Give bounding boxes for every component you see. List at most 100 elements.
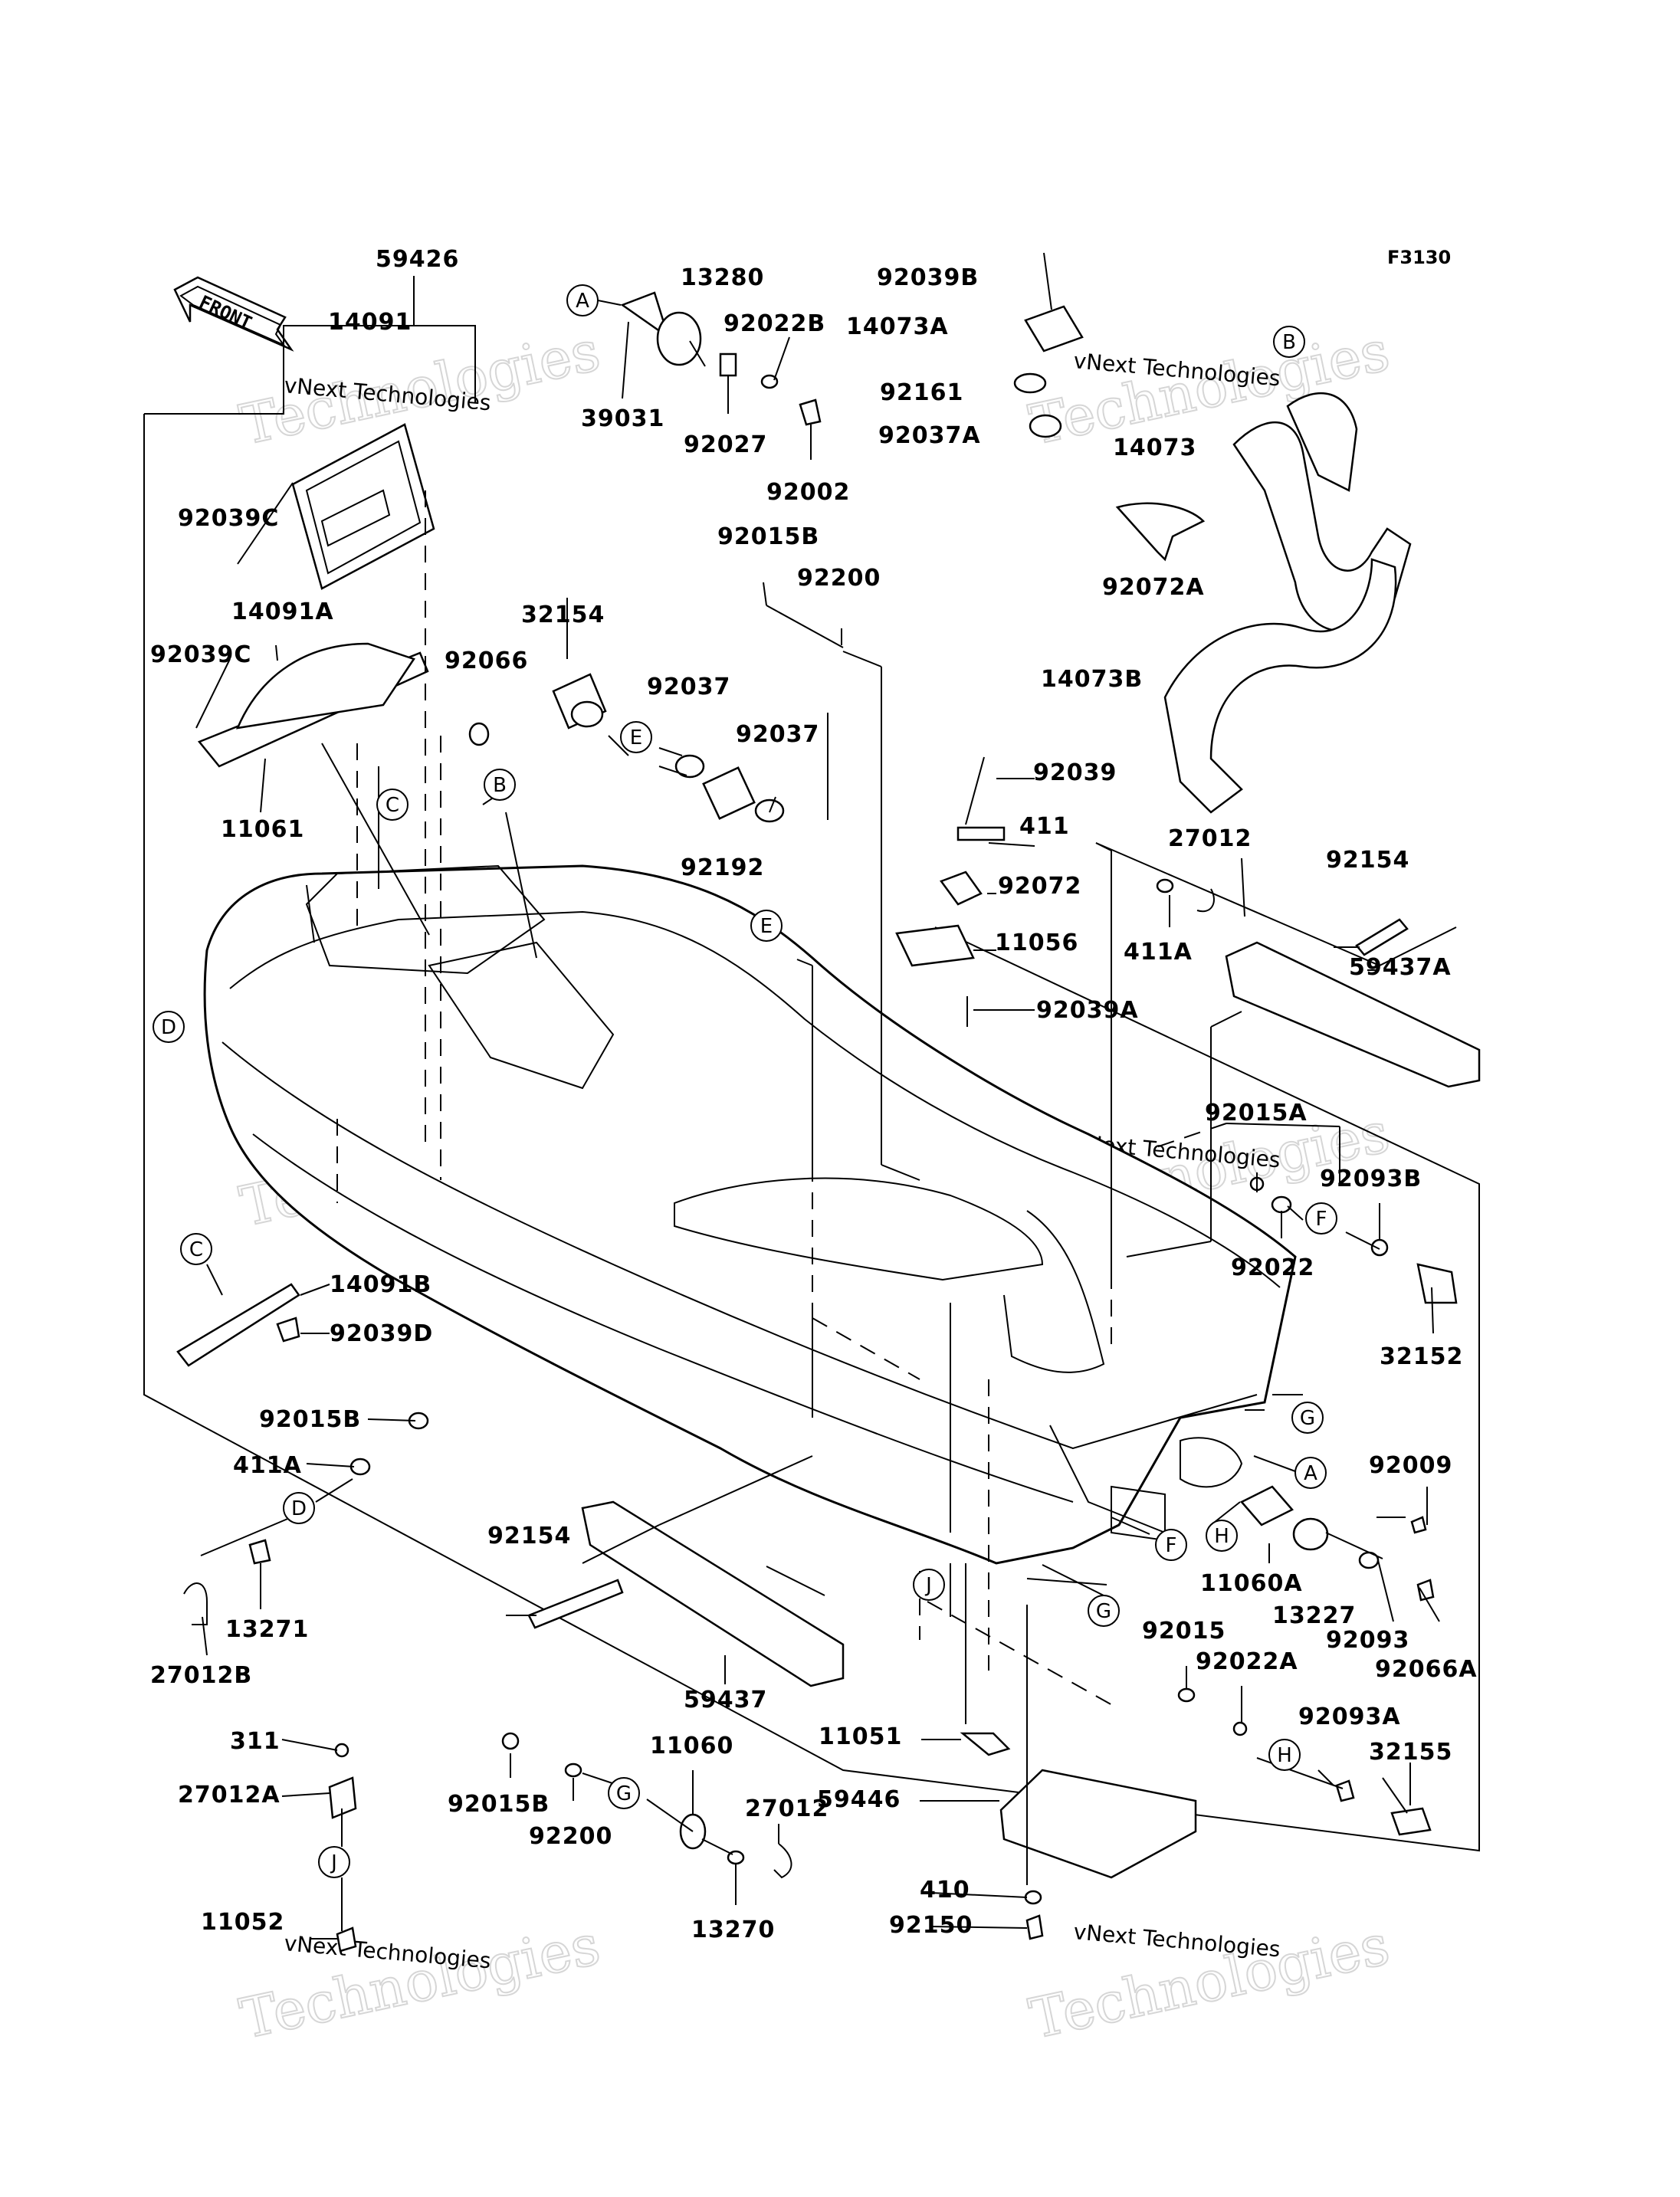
part-number: 59437 — [684, 1687, 767, 1713]
callout-circle — [608, 1777, 640, 1809]
part-number: 92039C — [178, 505, 279, 532]
part-number: 92039B — [877, 264, 979, 291]
part-number: 13280 — [681, 264, 764, 291]
callout-label: C — [386, 794, 399, 817]
callout-label: F — [1316, 1208, 1327, 1231]
callout-circle — [1155, 1529, 1187, 1561]
callout-circle — [566, 284, 599, 316]
part-number: 92027 — [684, 431, 767, 458]
callout-circle — [484, 769, 516, 801]
part-number: 11061 — [221, 816, 304, 843]
part-number: 92009 — [1369, 1452, 1452, 1479]
callout-label: A — [1304, 1462, 1317, 1485]
callout-circle — [913, 1569, 945, 1601]
callout-circle — [1294, 1457, 1327, 1489]
part-number: 92192 — [681, 854, 764, 881]
part-number: 14091A — [231, 598, 334, 625]
callout-circle — [1268, 1739, 1301, 1771]
callout-label: F — [1166, 1534, 1177, 1557]
part-number: 14073A — [846, 313, 949, 340]
part-number: 92066A — [1375, 1656, 1478, 1683]
part-number: 92039 — [1033, 759, 1117, 786]
part-number: 92037 — [736, 721, 819, 748]
callout-circle — [376, 789, 409, 821]
part-number: 27012 — [1168, 825, 1252, 852]
part-number: 32154 — [521, 602, 605, 628]
callout-label: G — [1300, 1407, 1315, 1430]
part-number: 11051 — [819, 1723, 902, 1750]
part-number: 14073B — [1041, 666, 1143, 693]
callout-label: H — [1214, 1525, 1229, 1548]
part-number: 27012B — [150, 1662, 252, 1689]
callout-circle — [318, 1846, 350, 1878]
callout-circle — [620, 721, 652, 753]
part-number: 92200 — [529, 1823, 612, 1850]
part-number: 411A — [233, 1452, 302, 1479]
part-number: 92022 — [1231, 1254, 1314, 1281]
part-number: 11060A — [1200, 1570, 1303, 1597]
part-number: 92015B — [717, 523, 819, 550]
part-number: 92072 — [998, 873, 1081, 900]
part-number: 92093A — [1298, 1703, 1401, 1730]
callout-label: D — [161, 1016, 176, 1039]
callout-group: A B C B E E D C F G A D H F G J H G J — [153, 284, 1337, 1878]
callout-circle — [283, 1492, 315, 1524]
part-number: 411A — [1124, 939, 1193, 966]
part-number: 59437A — [1349, 954, 1452, 981]
part-number: 92037A — [878, 422, 981, 449]
part-number: 92066 — [445, 648, 528, 674]
part-number: 92015A — [1205, 1100, 1308, 1126]
part-number: 32152 — [1380, 1343, 1463, 1370]
part-number: 59426 — [376, 246, 459, 273]
callout-label: E — [760, 915, 773, 938]
part-number: 311 — [230, 1728, 281, 1755]
part-number: 92039A — [1036, 997, 1139, 1024]
part-number: 14073 — [1113, 434, 1196, 461]
part-number: 11056 — [995, 930, 1078, 956]
callout-label: G — [1096, 1600, 1111, 1623]
part-number: 92200 — [797, 565, 881, 592]
callout-label: H — [1277, 1744, 1292, 1767]
callout-circle — [750, 910, 783, 942]
callout-circle — [1088, 1595, 1120, 1627]
part-number: 92015B — [259, 1406, 361, 1433]
callout-label: A — [576, 290, 589, 313]
part-number: 14091B — [330, 1271, 431, 1298]
part-number: 92093B — [1320, 1166, 1422, 1192]
part-number: 14091 — [328, 309, 412, 336]
callout-circle — [1273, 326, 1305, 358]
callout-label: D — [291, 1497, 307, 1520]
callout-circle — [180, 1233, 212, 1265]
part-number: 92002 — [766, 479, 850, 506]
part-shapes — [176, 252, 1481, 1953]
figure-code: F3130 — [1387, 247, 1451, 268]
part-number: 92022B — [724, 310, 825, 337]
part-number: 11052 — [201, 1909, 284, 1936]
callout-circle — [1305, 1202, 1337, 1235]
callout-circle — [1291, 1402, 1324, 1434]
leader-lines — [195, 290, 1440, 1940]
part-number: 59446 — [817, 1786, 901, 1813]
callout-label: B — [1282, 331, 1296, 354]
part-number: 92154 — [487, 1523, 571, 1549]
part-number: 92039C — [150, 641, 251, 668]
part-number: 410 — [920, 1877, 970, 1904]
part-number: 13271 — [225, 1616, 309, 1643]
callout-label: E — [630, 726, 642, 749]
part-number: 39031 — [581, 405, 664, 432]
part-number: 92072A — [1102, 574, 1205, 601]
part-number: 13227 — [1272, 1602, 1356, 1629]
part-number: 92015 — [1142, 1618, 1226, 1644]
hull — [203, 864, 1297, 1617]
part-number: 92154 — [1326, 847, 1409, 874]
part-number: 32155 — [1369, 1739, 1452, 1766]
callout-label: B — [493, 774, 507, 797]
part-number: 92093 — [1326, 1627, 1409, 1654]
part-number: 92150 — [889, 1912, 973, 1939]
part-number: 92015B — [448, 1791, 550, 1818]
callout-label: J — [330, 1851, 337, 1874]
part-number: 92022A — [1196, 1648, 1298, 1675]
callout-label: C — [189, 1238, 203, 1261]
front-arrow-icon: FRONT — [173, 276, 294, 352]
